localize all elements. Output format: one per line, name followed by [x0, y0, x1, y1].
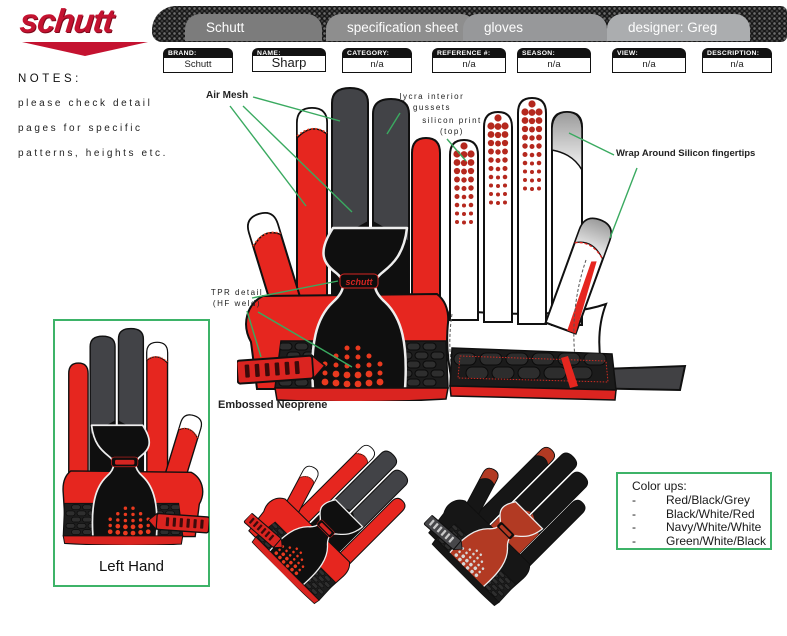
bullet: -: [632, 533, 636, 548]
silicon-line1: silicon print: [422, 116, 482, 125]
glove-angled-red-illustration: [237, 413, 433, 609]
color-up-text: Red/Black/Grey: [666, 493, 751, 507]
field-category: CATEGORY: n/a: [342, 48, 412, 73]
title-bar: Schutt specification sheet gloves design…: [152, 6, 787, 42]
field-season-label: SEASON:: [517, 48, 591, 58]
color-ups-box: Color ups: - Red/Black/Grey - Black/White/…: [616, 472, 772, 550]
field-brand: BRAND: Schutt: [163, 48, 233, 73]
air-mesh-label: Air Mesh: [206, 90, 249, 101]
field-view-label: VIEW:: [612, 48, 686, 58]
field-brand-value: Schutt: [163, 58, 233, 73]
field-view: VIEW: n/a: [612, 48, 686, 73]
schutt-logo-arrow-icon: [22, 42, 148, 56]
lycra-line1: lycra interior: [399, 92, 465, 101]
silicon-line2: (top): [440, 127, 464, 136]
tpr-detail-label: TPR detail (HF weld): [202, 287, 272, 309]
notes-line: please check detail: [18, 98, 153, 109]
wrap-around-label: Wrap Around Silicon fingertips: [616, 148, 756, 159]
tab-brand-label: Schutt: [206, 20, 245, 35]
field-reference: REFERENCE #: n/a: [432, 48, 506, 73]
embossed-neoprene-label: Embossed Neoprene: [218, 399, 328, 411]
glove-palm-view-illustration: [440, 90, 690, 410]
field-category-value: n/a: [342, 58, 412, 73]
color-up-item: - Black/White/Red: [632, 506, 770, 522]
bullet: -: [632, 506, 636, 521]
field-name-value: Sharp: [252, 56, 326, 72]
lycra-line2: gussets: [412, 103, 452, 112]
field-description-label: DESCRIPTION:: [702, 48, 772, 58]
field-description: DESCRIPTION: n/a: [702, 48, 772, 73]
lycra-gussets-label: lycra interior gussets: [390, 91, 474, 113]
tpr-line2: (HF weld): [212, 299, 262, 308]
tab-designer[interactable]: designer: Greg: [607, 14, 750, 41]
color-up-item: - Navy/White/White: [632, 520, 770, 535]
glove-angled-rust-illustration: [417, 415, 613, 611]
bullet: -: [632, 493, 636, 507]
color-up-item: - Green/White/Black: [632, 533, 770, 549]
bullet: -: [632, 520, 636, 534]
left-hand-box: Left Hand: [53, 319, 211, 587]
glove-left-hand-illustration: [57, 327, 211, 550]
svg-text:schutt: schutt: [346, 277, 374, 287]
tab-gloves-label: gloves: [484, 20, 524, 35]
field-description-value: n/a: [702, 58, 772, 73]
field-brand-label: BRAND:: [163, 48, 233, 58]
notes-line: patterns, heights etc.: [18, 148, 169, 159]
field-reference-label: REFERENCE #:: [432, 48, 506, 58]
schutt-logo-text: schutt: [18, 2, 115, 39]
field-reference-value: n/a: [432, 58, 506, 73]
tpr-line1: TPR detail: [210, 288, 264, 297]
silicon-print-label: silicon print (top): [414, 115, 490, 137]
color-up-item: - Red/Black/Grey: [632, 493, 770, 508]
tab-spec-sheet-label: specification sheet: [347, 20, 459, 35]
tab-spec-sheet[interactable]: specification sheet: [326, 14, 476, 41]
color-up-text: Navy/White/White: [666, 520, 762, 534]
field-name: NAME: Sharp: [252, 48, 326, 72]
field-season: SEASON: n/a: [517, 48, 591, 73]
tab-gloves[interactable]: gloves: [463, 14, 607, 41]
tab-brand[interactable]: Schutt: [185, 14, 322, 41]
schutt-logo: schutt: [18, 2, 155, 58]
notes-line: pages for specific: [18, 123, 143, 134]
color-up-text: Green/White/Black: [666, 533, 767, 548]
left-hand-label: Left Hand: [98, 558, 165, 575]
tab-designer-label: designer: Greg: [628, 20, 718, 35]
notes-title: NOTES:: [18, 73, 82, 85]
field-view-value: n/a: [612, 58, 686, 73]
field-name-label: NAME:: [252, 48, 326, 58]
field-category-label: CATEGORY:: [342, 48, 412, 58]
color-ups-title: Color ups:: [632, 479, 687, 493]
color-up-text: Black/White/Red: [666, 506, 755, 521]
field-season-value: n/a: [517, 58, 591, 73]
